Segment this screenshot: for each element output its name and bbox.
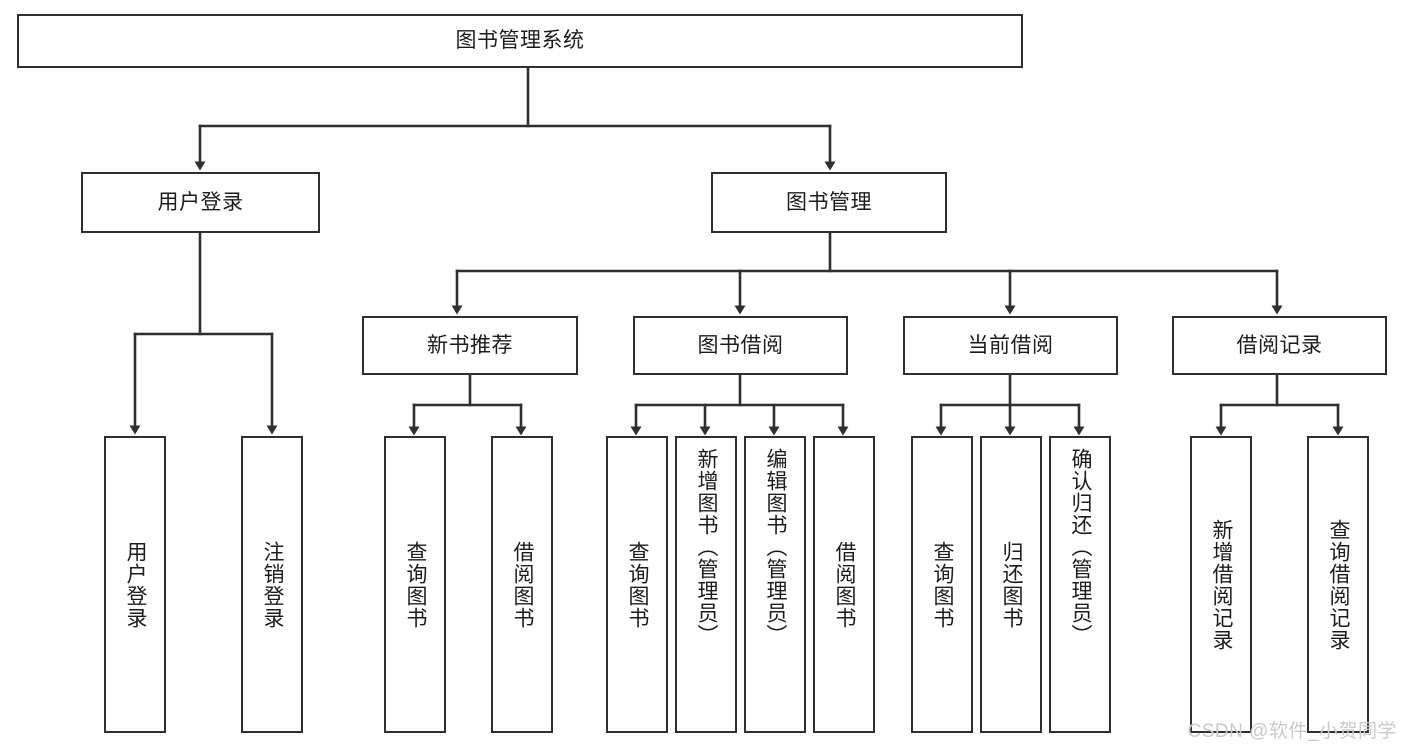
leaf-text-wrap: 借阅图书 <box>493 438 551 731</box>
leaf-text-wrap: 确认归还（管理员） <box>1051 438 1109 731</box>
node-leaf-record-query-record[interactable]: 查询借阅记录 <box>1307 436 1369 733</box>
leaf-text-wrap: 归还图书 <box>982 438 1040 731</box>
node-label: 新增图书（管理员） <box>695 448 719 646</box>
node-leaf-borrow-add-book-admin[interactable]: 新增图书（管理员） <box>675 436 737 733</box>
node-leaf-current-query-book[interactable]: 查询图书 <box>911 436 973 733</box>
leaf-text-wrap: 注销登录 <box>243 438 301 731</box>
node-label: 图书管理系统 <box>455 29 585 53</box>
node-leaf-recommend-borrow-book[interactable]: 借阅图书 <box>491 436 553 733</box>
node-leaf-recommend-query-book[interactable]: 查询图书 <box>384 436 446 733</box>
node-label: 确认归还（管理员） <box>1069 448 1093 646</box>
node-leaf-borrow-query-book[interactable]: 查询图书 <box>606 436 668 733</box>
node-root-book-management-system[interactable]: 图书管理系统 <box>17 14 1023 68</box>
node-leaf-record-add-record[interactable]: 新增借阅记录 <box>1190 436 1252 733</box>
leaf-text-wrap: 查询图书 <box>608 438 666 731</box>
leaf-text-wrap: 新增借阅记录 <box>1192 438 1250 731</box>
node-label: 当前借阅 <box>967 333 1054 357</box>
node-label: 查询图书 <box>404 540 428 629</box>
node-label: 新增借阅记录 <box>1210 518 1234 651</box>
node-label: 借阅图书 <box>511 540 535 629</box>
leaf-text-wrap: 编辑图书（管理员） <box>746 438 804 731</box>
node-label: 查询图书 <box>931 540 955 629</box>
node-user-login[interactable]: 用户登录 <box>81 172 320 233</box>
node-borrow-record[interactable]: 借阅记录 <box>1172 316 1387 375</box>
node-leaf-current-return-book[interactable]: 归还图书 <box>980 436 1042 733</box>
node-book-borrow[interactable]: 图书借阅 <box>633 316 848 375</box>
node-leaf-current-confirm-return-admin[interactable]: 确认归还（管理员） <box>1049 436 1111 733</box>
leaf-text-wrap: 查询图书 <box>913 438 971 731</box>
node-label: 借阅图书 <box>833 540 857 629</box>
node-current-borrow[interactable]: 当前借阅 <box>903 316 1118 375</box>
node-label: 注销登录 <box>261 540 285 629</box>
leaf-text-wrap: 用户登录 <box>106 438 164 731</box>
node-label: 查询图书 <box>626 540 650 629</box>
node-leaf-user-login-logout[interactable]: 注销登录 <box>241 436 303 733</box>
node-label: 查询借阅记录 <box>1327 518 1351 651</box>
node-label: 借阅记录 <box>1236 333 1323 357</box>
node-leaf-user-login-login[interactable]: 用户登录 <box>104 436 166 733</box>
node-book-management[interactable]: 图书管理 <box>711 172 947 233</box>
node-leaf-borrow-edit-book-admin[interactable]: 编辑图书（管理员） <box>744 436 806 733</box>
node-label: 图书管理 <box>786 190 872 214</box>
leaf-text-wrap: 查询借阅记录 <box>1309 438 1367 731</box>
node-label: 编辑图书（管理员） <box>764 448 788 646</box>
node-leaf-borrow-borrow-book[interactable]: 借阅图书 <box>813 436 875 733</box>
node-label: 新书推荐 <box>427 333 513 357</box>
leaf-text-wrap: 查询图书 <box>386 438 444 731</box>
node-label: 用户登录 <box>157 190 244 214</box>
leaf-text-wrap: 新增图书（管理员） <box>677 438 735 731</box>
leaf-text-wrap: 借阅图书 <box>815 438 873 731</box>
node-label: 用户登录 <box>124 540 148 629</box>
node-label: 图书借阅 <box>697 333 784 357</box>
node-label: 归还图书 <box>1000 540 1024 629</box>
node-new-book-recommend[interactable]: 新书推荐 <box>362 316 578 375</box>
